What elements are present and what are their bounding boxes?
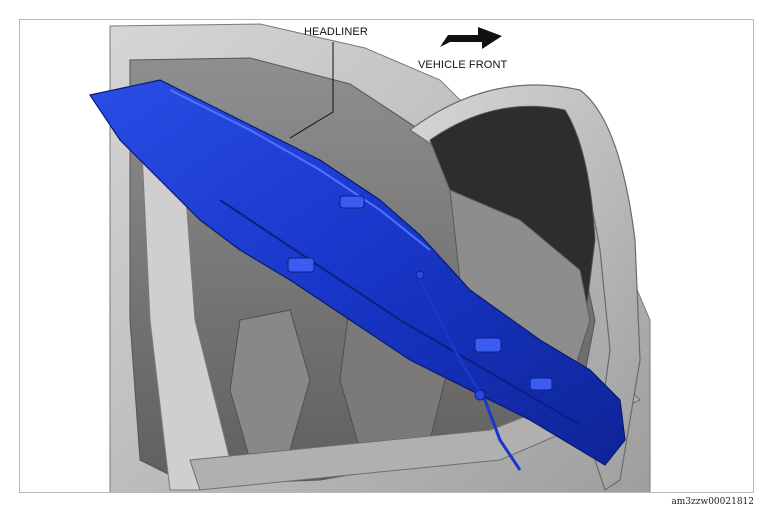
- diagram-frame: HEADLINER VEHICLE FRONT: [19, 19, 754, 493]
- arrow-right-icon: [440, 27, 502, 49]
- vehicle-front-label: VEHICLE FRONT: [418, 59, 508, 71]
- harness-wire: [413, 269, 522, 471]
- vehicle-headliner-illustration: [89, 23, 651, 492]
- image-code: am3zzw00021812: [671, 497, 754, 507]
- headliner-label: HEADLINER: [304, 26, 368, 38]
- headliner-leader-line: [289, 42, 334, 139]
- headliner-part: [89, 79, 626, 466]
